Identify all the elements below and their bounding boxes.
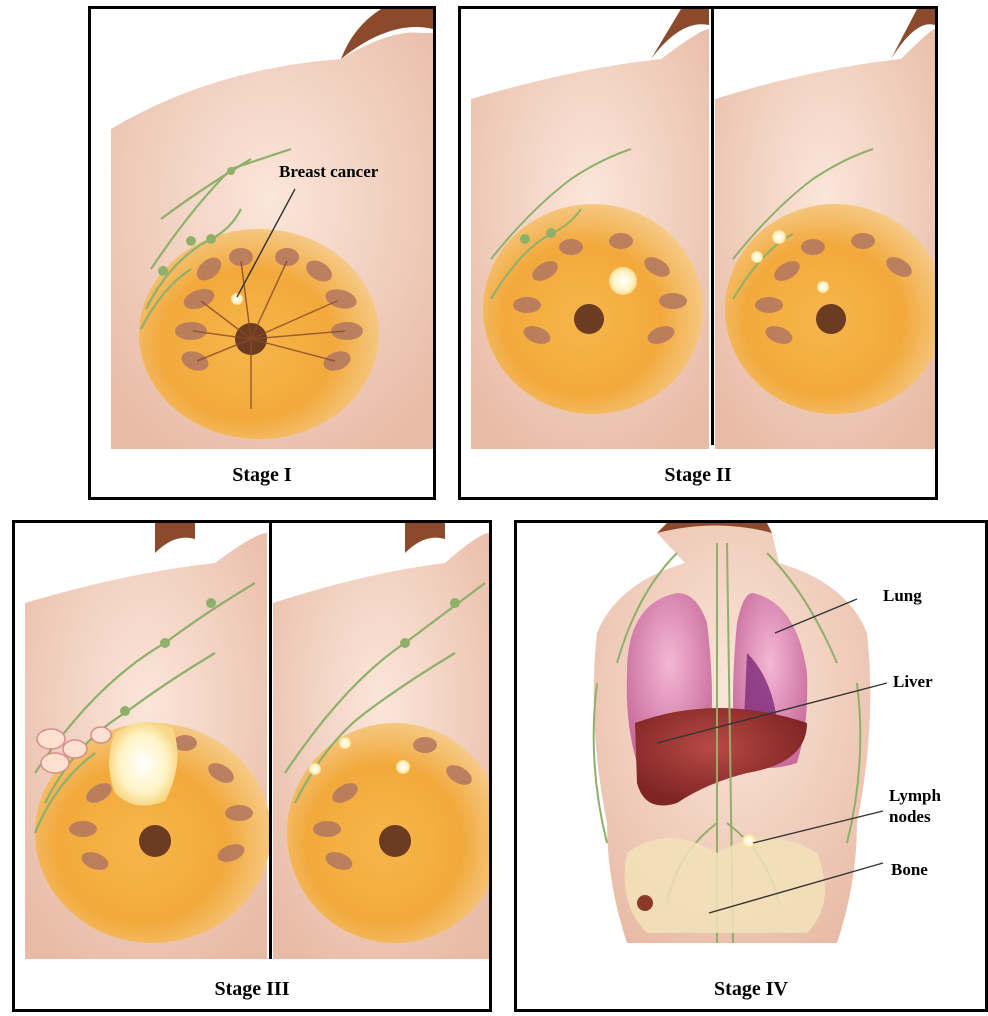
- pelvis-bone: [625, 838, 826, 933]
- stage-1-panel: Breast cancer Stage I: [88, 6, 436, 500]
- lung-label: Lung: [883, 585, 922, 606]
- stage-1-label: Stage I: [91, 464, 433, 487]
- lymph-label-line-2: nodes: [889, 806, 941, 827]
- stage-2-tumor: [609, 267, 637, 295]
- liver-label: Liver: [893, 671, 933, 692]
- lymph-label-line-1: Lymph: [889, 785, 941, 806]
- lymph-nodes-label: Lymph nodes: [889, 785, 941, 827]
- bone-label: Bone: [891, 859, 928, 880]
- stage-2-label: Stage II: [461, 464, 935, 487]
- stage-3-illustration: [15, 523, 489, 963]
- stage-3-label: Stage III: [15, 978, 489, 1001]
- stage-3-divider: [269, 523, 272, 959]
- stage-3-tumor: [109, 722, 178, 806]
- stage-2-divider: [711, 9, 714, 445]
- stage-1-illustration: [91, 9, 433, 449]
- stage-4-panel: Lung Liver Lymph nodes Bone Stage IV: [514, 520, 988, 1012]
- stage-2-illustration: [461, 9, 935, 449]
- stage-4-label: Stage IV: [517, 978, 985, 1001]
- stage-3-panel: Stage III: [12, 520, 492, 1012]
- breast-cancer-label: Breast cancer: [279, 161, 378, 182]
- tumor: [231, 293, 243, 305]
- stage-2-panel: Stage II: [458, 6, 938, 500]
